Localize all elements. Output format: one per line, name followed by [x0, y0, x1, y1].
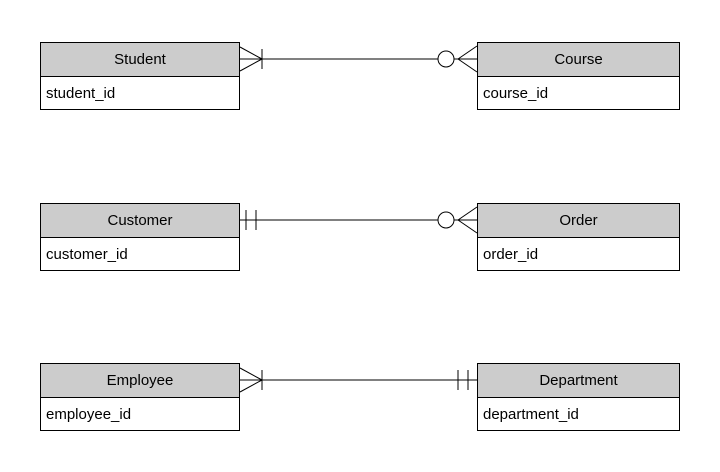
entity-customer-attribute: customer_id [41, 238, 239, 270]
entity-employee-title: Employee [41, 364, 239, 398]
entity-student-attribute: student_id [41, 77, 239, 109]
entity-department-title: Department [478, 364, 679, 398]
relationship-customer-order [240, 206, 478, 234]
entity-customer-title: Customer [41, 204, 239, 238]
crow-foot-zero-or-many-icon [437, 45, 478, 73]
entity-student: Student student_id [40, 42, 240, 110]
entity-course: Course course_id [477, 42, 680, 110]
entity-employee: Employee employee_id [40, 363, 240, 431]
relationship-student-course [239, 45, 478, 73]
entity-course-attribute: course_id [478, 77, 679, 109]
exactly-one-bars-icon [245, 210, 257, 230]
entity-customer: Customer customer_id [40, 203, 240, 271]
entity-department: Department department_id [477, 363, 680, 431]
exactly-one-bars-icon [457, 370, 469, 390]
entity-department-attribute: department_id [478, 398, 679, 430]
crow-foot-one-or-many-icon [239, 367, 263, 393]
entity-order: Order order_id [477, 203, 680, 271]
crow-foot-one-or-many-icon [239, 46, 263, 72]
entity-employee-attribute: employee_id [41, 398, 239, 430]
crow-foot-zero-or-many-icon [437, 206, 478, 234]
entity-order-title: Order [478, 204, 679, 238]
entity-order-attribute: order_id [478, 238, 679, 270]
relationship-employee-department [239, 367, 477, 393]
entity-student-title: Student [41, 43, 239, 77]
entity-course-title: Course [478, 43, 679, 77]
